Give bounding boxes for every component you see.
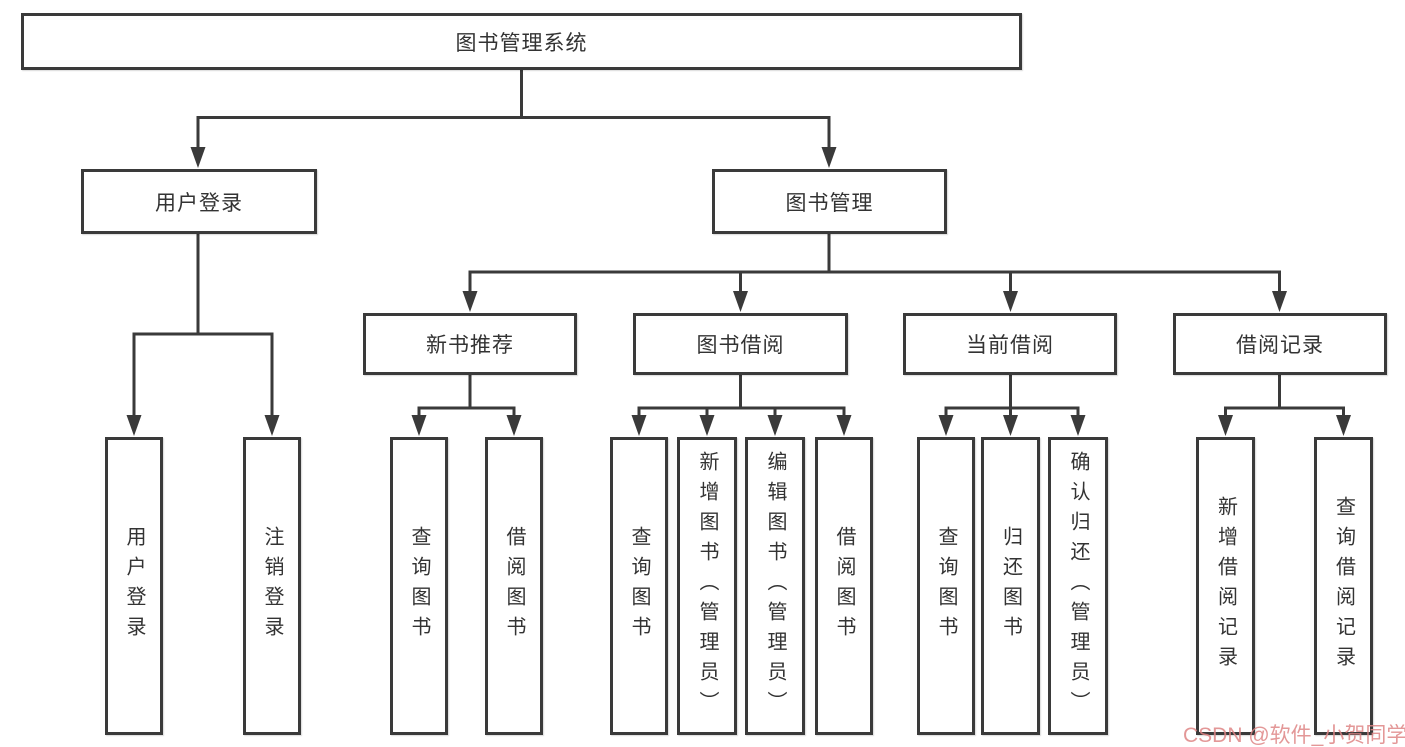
arrowhead [506, 415, 522, 436]
arrowhead [1218, 415, 1233, 436]
leaf-query-borrow-record-label: 查询借阅记录 [1332, 496, 1355, 676]
leaf-query-books-current: 查询图书 [917, 437, 975, 735]
arrowhead [631, 415, 647, 436]
arrowhead [1003, 291, 1018, 312]
arrowhead [126, 415, 142, 436]
node-borrow-records-label: 借阅记录 [1236, 334, 1324, 357]
arrowhead [1336, 415, 1351, 436]
watermark-text: CSDN @软件_小贺同学 [1183, 724, 1405, 747]
arrowhead [938, 415, 954, 436]
arrowhead [836, 415, 852, 436]
arrowhead [1070, 415, 1086, 436]
node-book-management: 图书管理 [712, 169, 947, 234]
leaf-confirm-return-admin-label: 确认归还（管理员） [1067, 451, 1089, 721]
leaf-query-books-borrow: 查询图书 [610, 437, 668, 735]
leaf-add-borrow-record-label: 新增借阅记录 [1214, 496, 1237, 676]
node-book-borrow-label: 图书借阅 [696, 334, 785, 357]
arrowhead [699, 415, 715, 436]
arrowhead [1003, 415, 1018, 436]
leaf-query-books-recommend: 查询图书 [390, 437, 448, 735]
arrowhead [821, 147, 837, 168]
leaf-borrow-books: 借阅图书 [815, 437, 873, 735]
leaf-query-books-recommend-label: 查询图书 [408, 526, 430, 646]
arrowhead [462, 291, 478, 312]
node-current-borrow: 当前借阅 [903, 313, 1117, 375]
arrowhead [264, 415, 280, 436]
leaf-edit-books-admin: 编辑图书（管理员） [745, 437, 805, 735]
node-root-label: 图书管理系统 [455, 31, 588, 55]
leaf-user-login: 用户登录 [105, 437, 163, 735]
arrowhead [733, 291, 748, 312]
leaf-borrow-books-recommend-label: 借阅图书 [503, 526, 525, 646]
node-book-management-label: 图书管理 [785, 191, 874, 215]
node-user-login-label: 用户登录 [155, 191, 243, 215]
leaf-query-books-current-label: 查询图书 [935, 526, 957, 646]
node-new-book-recommend-label: 新书推荐 [426, 334, 514, 357]
node-book-borrow: 图书借阅 [633, 313, 848, 375]
leaf-borrow-books-recommend: 借阅图书 [485, 437, 543, 735]
node-current-borrow-label: 当前借阅 [966, 334, 1054, 357]
leaf-add-books-admin: 新增图书（管理员） [677, 437, 737, 735]
leaf-user-login-label: 用户登录 [123, 526, 145, 646]
leaf-query-books-borrow-label: 查询图书 [628, 526, 650, 646]
leaf-logout: 注销登录 [243, 437, 301, 735]
leaf-edit-books-admin-label: 编辑图书（管理员） [764, 451, 786, 721]
arrowhead [190, 147, 206, 168]
leaf-return-books-label: 归还图书 [999, 526, 1022, 646]
leaf-query-borrow-record: 查询借阅记录 [1314, 437, 1373, 735]
node-new-book-recommend: 新书推荐 [363, 313, 577, 375]
arrowhead [1272, 291, 1287, 312]
leaf-borrow-books-label: 借阅图书 [833, 526, 855, 646]
leaf-add-borrow-record: 新增借阅记录 [1196, 437, 1255, 735]
arrowhead [411, 415, 427, 436]
leaf-add-books-admin-label: 新增图书（管理员） [696, 451, 718, 721]
arrowhead [767, 415, 783, 436]
node-borrow-records: 借阅记录 [1173, 313, 1387, 375]
node-user-login: 用户登录 [81, 169, 317, 234]
leaf-logout-label: 注销登录 [261, 526, 283, 646]
node-root: 图书管理系统 [21, 13, 1022, 70]
leaf-return-books: 归还图书 [981, 437, 1040, 735]
leaf-confirm-return-admin: 确认归还（管理员） [1048, 437, 1108, 735]
